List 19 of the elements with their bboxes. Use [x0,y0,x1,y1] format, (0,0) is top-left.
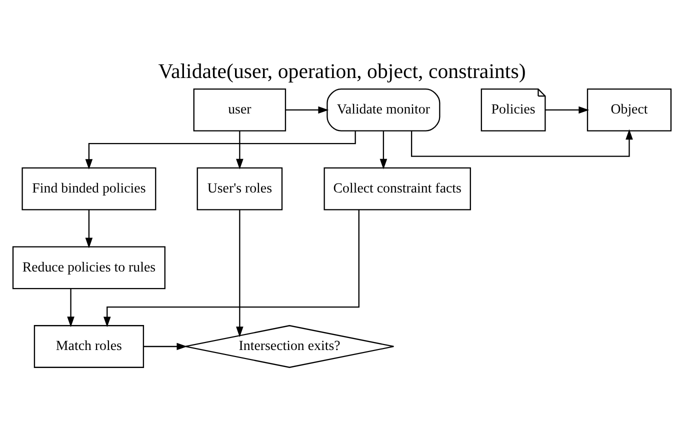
diagram-title: Validate(user, operation, object, constraints) [158,58,526,83]
node-box: Reduce policies to rules [12,246,166,290]
arrow [85,210,93,248]
arrow [236,210,244,338]
arrow [380,131,388,170]
arrow [286,106,329,114]
node-box: user [193,88,286,132]
arrow [67,288,74,328]
arrow [236,131,244,170]
arrow [545,106,590,114]
node-box: Validate monitor [326,88,440,132]
node-box: User's roles [196,167,283,210]
node-box: Match roles [34,325,144,368]
node-box: Object [586,88,672,132]
arrow [410,129,633,157]
node-box: Find binded policies [22,167,156,210]
arrow [144,342,188,350]
arrow [103,210,360,328]
node-box: Collect constraint facts [324,167,471,210]
